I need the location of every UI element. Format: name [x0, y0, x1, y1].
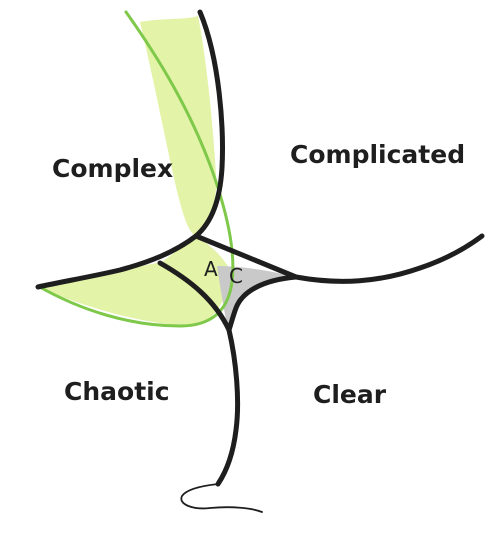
- highlight-region-upper: [140, 16, 217, 236]
- highlight-region-lower: [38, 236, 230, 326]
- label-chaotic: Chaotic: [64, 377, 170, 406]
- highlight-outline: [36, 10, 235, 328]
- label-complicated: Complicated: [290, 140, 465, 169]
- boundary-complex-chaotic: [35, 233, 199, 290]
- boundary-center-top: [193, 233, 299, 280]
- boundary-center-right: [226, 274, 299, 333]
- label-center-c: C: [229, 264, 243, 288]
- label-complex: Complex: [52, 154, 173, 183]
- cliff-loop: [180, 483, 263, 513]
- center-region: [217, 266, 296, 330]
- boundary-complex-complicated: [193, 9, 225, 239]
- boundary-chaotic-clear: [215, 327, 241, 487]
- boundary-center-left: [157, 260, 232, 333]
- label-center-a: A: [204, 257, 218, 281]
- boundary-complicated-clear: [293, 233, 485, 284]
- label-clear: Clear: [313, 380, 387, 409]
